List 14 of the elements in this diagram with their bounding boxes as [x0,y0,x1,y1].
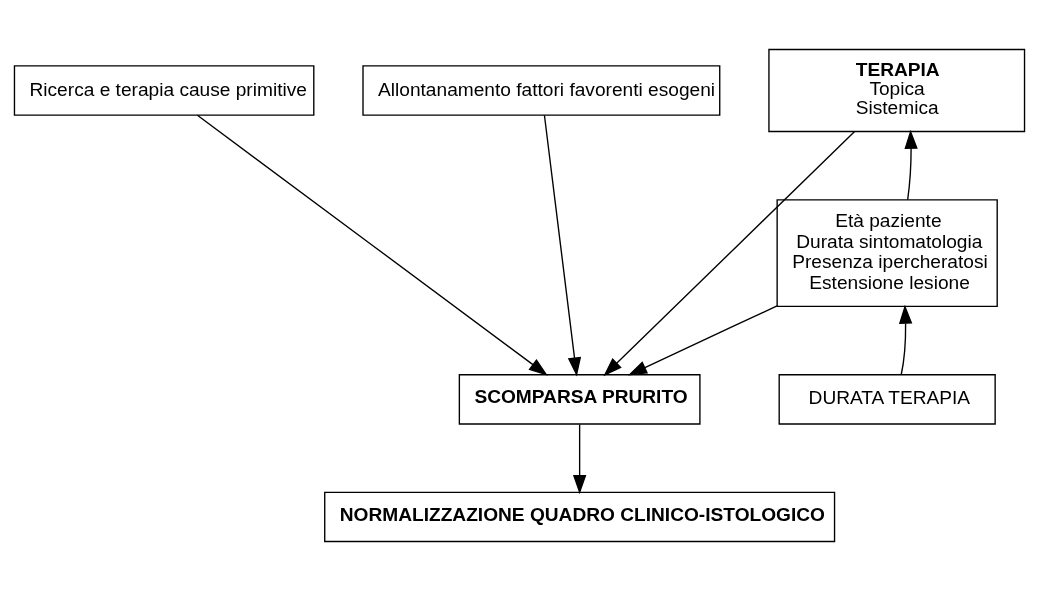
arrow [602,130,855,376]
node-box: DURATA TERAPIA [778,373,996,425]
node-box: TERAPIA Topica Sistemica [767,48,1025,132]
arrow [196,114,548,376]
arrow [627,304,778,375]
node-box: Ricerca e terapia cause primitive [13,64,314,116]
node-box: Allontanamento fattori favorenti esogeni [361,64,720,116]
arrow [898,304,912,375]
arrow [903,129,918,200]
node-box: Età paziente Durata sintomatologia Presenza ipercheratosi Estensione lesione [775,198,998,307]
node-box: NORMALIZZAZIONE QUADRO CLINICO-ISTOLOGICO [323,491,835,542]
node-box: SCOMPARSA PRURITO [458,373,701,425]
arrow [543,114,581,377]
arrow [572,423,586,494]
